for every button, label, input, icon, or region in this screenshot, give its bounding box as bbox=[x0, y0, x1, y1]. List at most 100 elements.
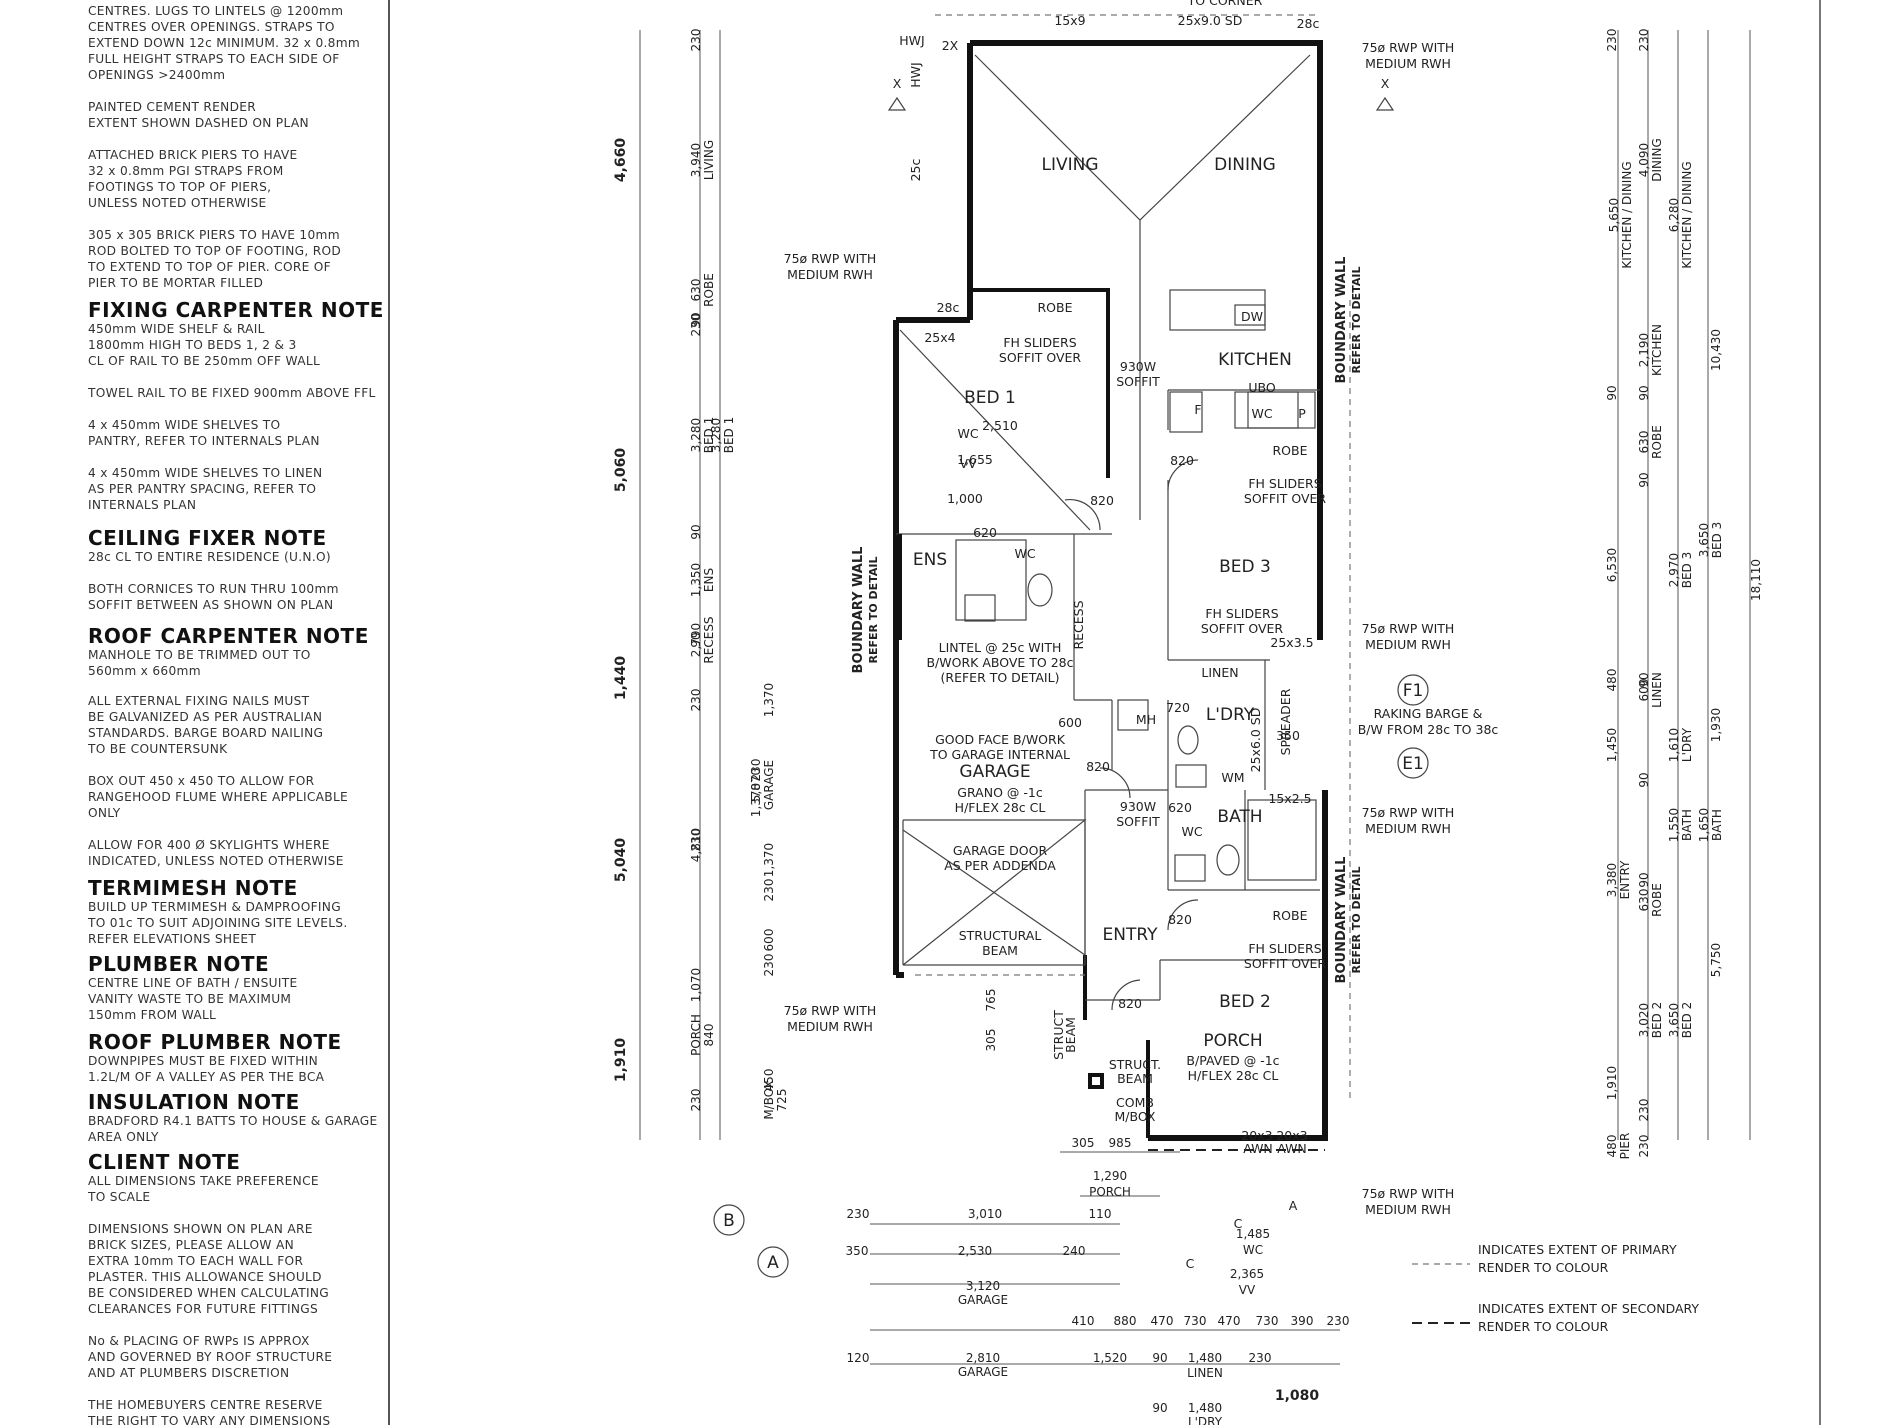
plan-label: GOOD FACE B/WORK bbox=[935, 732, 1066, 747]
note-text: FOOTINGS TO TOP OF PIERS, bbox=[88, 180, 272, 194]
dim-right: 480 bbox=[1605, 1135, 1619, 1158]
plan-label: 820 bbox=[1168, 912, 1192, 927]
dim-right: 4,090 bbox=[1637, 143, 1651, 177]
wall-robe-bed1 bbox=[970, 288, 1110, 478]
plan-label: GRANO @ -1c bbox=[957, 785, 1043, 800]
note-text: CL OF RAIL TO BE 250mm OFF WALL bbox=[88, 354, 321, 368]
dim-bottom: 470 bbox=[1218, 1314, 1241, 1328]
dim-right: BED 3 bbox=[1680, 552, 1694, 589]
dim-left-inner: 1,370 bbox=[762, 683, 776, 717]
note-text: 560mm x 660mm bbox=[88, 664, 201, 678]
garage-hip bbox=[902, 829, 1086, 956]
note-heading: TERMIMESH NOTE bbox=[88, 876, 298, 900]
rwp-note: MEDIUM RWH bbox=[1365, 637, 1451, 652]
plan-label: 28c bbox=[1297, 16, 1320, 31]
elevation-marker-a-circle bbox=[757, 1246, 789, 1278]
elevation-marker-f1: F1 bbox=[1403, 681, 1424, 701]
notes-panel-border bbox=[388, 0, 390, 1425]
room-label-garage: GARAGE bbox=[959, 762, 1030, 782]
dim-right: BATH bbox=[1710, 809, 1724, 841]
plan-label: COMB bbox=[1116, 1095, 1154, 1110]
dim-right: 5,650 bbox=[1607, 198, 1621, 232]
note-text: ONLY bbox=[88, 806, 121, 820]
note-heading: CEILING FIXER NOTE bbox=[88, 526, 327, 550]
vanity-ens bbox=[964, 594, 996, 622]
dim-bottom: 230 bbox=[1249, 1351, 1272, 1365]
plan-label: 1,655 bbox=[957, 452, 993, 467]
rwp-note: 75ø RWP WITH bbox=[1362, 40, 1455, 55]
room-label-dining: DINING bbox=[1214, 155, 1276, 175]
note-text: PAINTED CEMENT RENDER bbox=[88, 100, 257, 114]
dim-right: 1,930 bbox=[1709, 708, 1723, 742]
plan-label: 20x3 bbox=[1276, 1128, 1307, 1143]
dim-left-inner: 725 bbox=[775, 1089, 789, 1112]
note-text: TO EXTEND TO TOP OF PIER. CORE OF bbox=[88, 260, 331, 274]
dim-bottom: 305 bbox=[1072, 1136, 1095, 1150]
plan-label: FH SLIDERS bbox=[1248, 476, 1321, 491]
note-text: ALL EXTERNAL FIXING NAILS MUST bbox=[88, 694, 310, 708]
note-text: 32 x 0.8mm PGI STRAPS FROM bbox=[88, 164, 284, 178]
dim-left-inner: 630 bbox=[689, 279, 703, 302]
dim-bottom: 90 bbox=[1152, 1401, 1167, 1415]
dim-bottom: 410 bbox=[1072, 1314, 1095, 1328]
dim-left-inner: 1,370 bbox=[762, 843, 776, 877]
plan-label: BEAM bbox=[982, 943, 1018, 958]
note-text: EXTENT SHOWN DASHED ON PLAN bbox=[88, 116, 309, 130]
plan-label: WM bbox=[1221, 770, 1244, 785]
plan-label: 820 bbox=[1170, 453, 1194, 468]
room-label-living: LIVING bbox=[1041, 155, 1098, 175]
rwp-note: MEDIUM RWH bbox=[787, 267, 873, 282]
dim-bottom: 985 bbox=[1109, 1136, 1132, 1150]
plan-label: 25x4 bbox=[924, 330, 955, 345]
note-text: TO 01c TO SUIT ADJOINING SITE LEVELS. bbox=[88, 916, 348, 930]
room-label-bed2: BED 2 bbox=[1219, 992, 1271, 1012]
dim-left-inner: ENS bbox=[702, 568, 716, 592]
plan-label: UBO bbox=[1248, 380, 1276, 395]
dimline-left bbox=[639, 30, 721, 1140]
dim-left-inner: BED 1 bbox=[702, 417, 716, 454]
dim-left-inner: 3,280 bbox=[709, 418, 723, 452]
note-text: DOWNPIPES MUST BE FIXED WITHIN bbox=[88, 1054, 319, 1068]
note-text: AND GOVERNED BY ROOF STRUCTURE bbox=[88, 1350, 333, 1364]
dim-left-inner: 230 bbox=[689, 829, 703, 852]
kitchen-sink bbox=[1234, 304, 1266, 326]
dim-left-outer: 5,060 bbox=[613, 448, 629, 493]
dim-left-inner: 230 bbox=[749, 759, 763, 782]
plan-label: 820 bbox=[1118, 996, 1142, 1011]
plan-label: P bbox=[1298, 406, 1306, 421]
plan-label: SOFFIT bbox=[1116, 374, 1160, 389]
dim-right: BED 3 bbox=[1710, 522, 1724, 559]
elevation-marker-e1-circle bbox=[1397, 747, 1429, 779]
dim-left-inner: GARAGE bbox=[762, 760, 776, 810]
plan-label: B/WORK ABOVE TO 28c bbox=[926, 655, 1073, 670]
elevation-marker-b: B bbox=[723, 1211, 735, 1231]
dim-left-inner: 1,350 bbox=[689, 563, 703, 597]
plan-label: 820 bbox=[1086, 759, 1110, 774]
note-text: CENTRES OVER OPENINGS. STRAPS TO bbox=[88, 20, 335, 34]
dim-bottom: 2,530 bbox=[958, 1244, 992, 1258]
dim-right: KITCHEN / DINING bbox=[1620, 161, 1634, 268]
dim-left-inner: 765 bbox=[984, 989, 998, 1012]
note-text: REFER ELEVATIONS SHEET bbox=[88, 932, 257, 946]
dim-right: 630 bbox=[1637, 889, 1651, 912]
note-text: CENTRES. LUGS TO LINTELS @ 1200mm bbox=[88, 4, 344, 18]
dim-left-inner: 305 bbox=[984, 1029, 998, 1052]
dim-left-inner: ROBE bbox=[702, 273, 716, 307]
dim-right: 6,530 bbox=[1605, 548, 1619, 582]
dim-left-inner: 230 bbox=[762, 879, 776, 902]
rwp-note: MEDIUM RWH bbox=[1365, 56, 1451, 71]
dim-right: 1,450 bbox=[1605, 728, 1619, 762]
plan-label: ROBE bbox=[1273, 908, 1308, 923]
pantry bbox=[1247, 391, 1299, 429]
dim-bottom: WC bbox=[1243, 1243, 1263, 1257]
room-label-bath: BATH bbox=[1217, 807, 1262, 827]
dim-right: ROBE bbox=[1650, 883, 1664, 917]
dim-left-outer: 1,910 bbox=[613, 1038, 629, 1083]
note-text: BOTH CORNICES TO RUN THRU 100mm bbox=[88, 582, 339, 596]
dim-left-inner: 4,810 bbox=[689, 828, 703, 862]
plan-label: FH SLIDERS bbox=[1003, 335, 1076, 350]
plan-label: SOFFIT OVER bbox=[999, 350, 1082, 365]
dim-right: DINING bbox=[1650, 138, 1664, 182]
note-text: PIER TO BE MORTAR FILLED bbox=[88, 276, 264, 290]
